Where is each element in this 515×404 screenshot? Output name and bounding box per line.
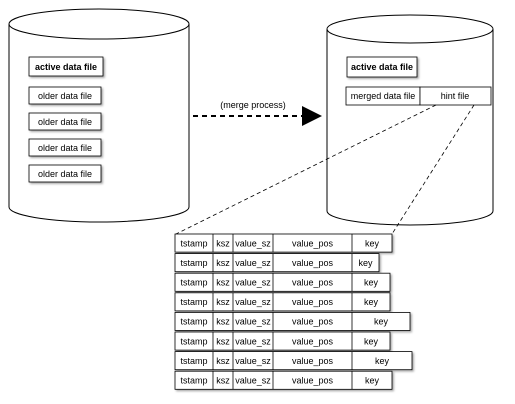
merged-data-file: merged data file <box>345 86 421 106</box>
hint-table-cell-key: key <box>374 317 389 327</box>
hint-table-cell-key: key <box>365 376 380 386</box>
hint-table-cell-key: key <box>364 278 379 288</box>
hint-table-cell-tstamp: tstamp <box>180 278 207 288</box>
hint-table-cell-tstamp: tstamp <box>180 356 207 366</box>
left-database-cylinder: active data file older data file older d… <box>8 8 190 223</box>
hint-table-cell-ksz: ksz <box>216 238 230 248</box>
left-active-data-file: active data file <box>28 56 104 77</box>
older-data-file-label: older data file <box>38 143 92 153</box>
hint-table-cell-ksz: ksz <box>216 336 230 346</box>
older-data-file-3: older data file <box>28 138 102 157</box>
merge-process-label: (merge process) <box>220 100 286 110</box>
hint-table-row: tstamp ksz value_sz value_pos key <box>174 331 391 351</box>
right-cylinder-top <box>326 14 494 44</box>
hint-table-cell-value-sz: value_sz <box>235 356 271 366</box>
hint-table-cell-value-sz: value_sz <box>235 238 271 248</box>
hint-table-row: tstamp ksz value_sz value_pos key <box>174 253 380 273</box>
hint-table-cell-key: key <box>375 356 390 366</box>
hint-table-cell-tstamp: tstamp <box>180 238 207 248</box>
hint-table-cell-ksz: ksz <box>216 278 230 288</box>
merge-arrow: (merge process) <box>193 100 322 126</box>
hint-file: hint file <box>419 86 492 106</box>
hint-table-cell-value-pos: value_pos <box>292 376 334 386</box>
right-database-cylinder: active data file merged data file hint f… <box>326 14 494 226</box>
hint-table-cell-tstamp: tstamp <box>180 258 207 268</box>
older-data-file-label: older data file <box>38 91 92 101</box>
hint-table-cell-value-sz: value_sz <box>235 297 271 307</box>
hint-table-cell-value-sz: value_sz <box>235 376 271 386</box>
hint-table-cell-tstamp: tstamp <box>180 336 207 346</box>
hint-table-cell-ksz: ksz <box>216 297 230 307</box>
hint-table-cell-key: key <box>364 336 379 346</box>
hint-table-cell-ksz: ksz <box>216 356 230 366</box>
hint-table-cell-key: key <box>365 238 380 248</box>
merged-data-file-label: merged data file <box>351 91 416 101</box>
hint-table-cell-value-pos: value_pos <box>292 356 334 366</box>
older-data-file-label: older data file <box>38 117 92 127</box>
left-active-data-file-label: active data file <box>35 62 97 72</box>
hint-table-row: tstamp ksz value_sz value_pos key <box>174 292 391 312</box>
hint-table-cell-key: key <box>364 297 379 307</box>
hint-table-cell-value-sz: value_sz <box>235 278 271 288</box>
hint-table-cell-value-pos: value_pos <box>292 297 334 307</box>
hint-table-cell-tstamp: tstamp <box>180 317 207 327</box>
hint-table-cell-value-sz: value_sz <box>235 258 271 268</box>
hint-table-cell-value-pos: value_pos <box>292 238 334 248</box>
right-active-data-file-label: active data file <box>351 62 413 72</box>
hint-table-cell-value-pos: value_pos <box>292 336 334 346</box>
hint-table-row: tstamp ksz value_sz value_pos key <box>174 370 393 390</box>
hint-table-row: tstamp ksz value_sz value_pos key <box>174 311 411 331</box>
hint-table-cell-ksz: ksz <box>216 376 230 386</box>
hint-table-row: tstamp ksz value_sz value_pos key <box>174 351 413 371</box>
hint-table-cell-tstamp: tstamp <box>180 297 207 307</box>
hint-table-cell-value-pos: value_pos <box>292 317 334 327</box>
older-data-file-1: older data file <box>28 86 102 105</box>
hint-table-cell-value-pos: value_pos <box>292 258 334 268</box>
hint-table-cell-key: key <box>358 258 373 268</box>
older-data-file-4: older data file <box>28 164 102 183</box>
hint-table-cell-value-pos: value_pos <box>292 278 334 288</box>
hint-table-row: tstamp ksz value_sz value_pos key <box>174 272 391 292</box>
hint-file-projection-lines <box>175 104 475 235</box>
hint-table-cell-tstamp: tstamp <box>180 376 207 386</box>
older-data-file-2: older data file <box>28 112 102 131</box>
left-cylinder-top <box>8 8 190 40</box>
hint-table-cell-value-sz: value_sz <box>235 336 271 346</box>
hint-table-cell-ksz: ksz <box>216 258 230 268</box>
hint-file-label: hint file <box>441 91 470 101</box>
hint-table-cell-value-sz: value_sz <box>235 317 271 327</box>
hint-table-cell-ksz: ksz <box>216 317 230 327</box>
right-cylinder-body <box>326 29 494 226</box>
hint-table-row: tstamp ksz value_sz value_pos key <box>174 233 393 253</box>
right-active-data-file: active data file <box>346 56 418 78</box>
older-data-file-label: older data file <box>38 169 92 179</box>
